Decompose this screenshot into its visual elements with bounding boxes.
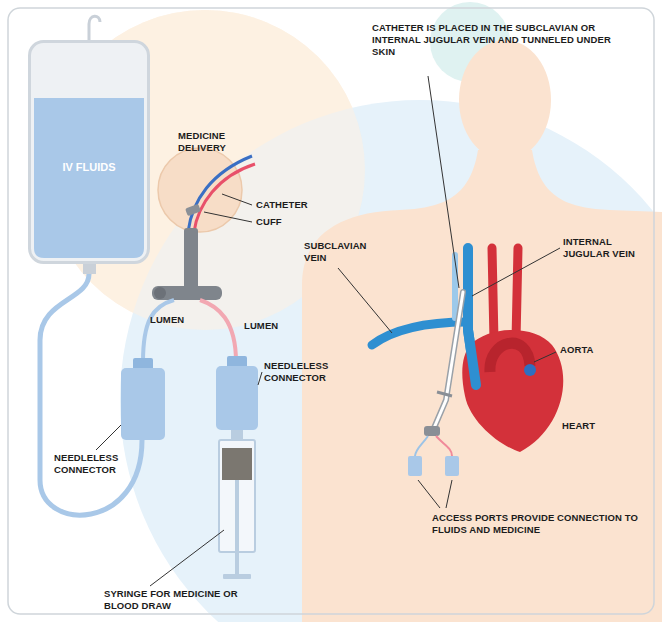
bag-label: IV FLUIDS xyxy=(28,40,150,173)
access-port xyxy=(445,456,459,476)
access-port xyxy=(408,456,422,476)
hub-bar xyxy=(152,286,222,300)
catheter-line xyxy=(434,292,463,428)
part-label: CUFF xyxy=(256,216,306,228)
iv-bag: IV FLUIDS xyxy=(28,40,150,264)
syringe-tip xyxy=(231,430,243,440)
syringe-plunger xyxy=(222,448,252,480)
bag-hook xyxy=(89,16,100,42)
plunger-stem xyxy=(235,480,239,576)
part-label: NEEDLELESS CONNECTOR xyxy=(264,360,346,384)
needleless-connector xyxy=(216,366,258,430)
cuff xyxy=(185,204,201,216)
lumen-tube xyxy=(200,300,236,362)
bag-fluid xyxy=(34,98,144,258)
part-label: AORTA xyxy=(560,344,610,356)
frame xyxy=(8,8,654,614)
heart-shape xyxy=(462,330,563,452)
part-label: INTERNAL JUGULAR VEIN xyxy=(563,236,639,260)
part-label: MEDICINE DELIVERY xyxy=(178,130,240,154)
lumen-tube xyxy=(143,300,174,362)
part-label: SYRINGE FOR MEDICINE OR BLOOD DRAW xyxy=(104,588,264,612)
magnifier-circle xyxy=(158,148,242,232)
hub-end xyxy=(154,287,166,299)
part-label: ACCESS PORTS PROVIDE CONNECTION TO FLUID… xyxy=(432,512,654,536)
part-label: HEART xyxy=(562,420,612,432)
bg-circle xyxy=(120,100,662,622)
port-line xyxy=(415,436,428,456)
leader-lines xyxy=(96,76,560,586)
hub xyxy=(424,426,440,436)
cuff-mark xyxy=(437,392,452,396)
vena-cava xyxy=(468,330,476,385)
bag-shape xyxy=(28,40,150,264)
part-label: NEEDLELESS CONNECTOR xyxy=(54,452,136,476)
bag-outline xyxy=(30,42,149,263)
lumen-line xyxy=(194,164,255,232)
plunger-flange xyxy=(223,574,251,579)
aorta-arch xyxy=(490,343,530,372)
part-label: SUBCLAVIAN VEIN xyxy=(304,240,376,264)
hub-stem xyxy=(184,228,198,290)
part-label: CATHETER xyxy=(256,199,326,211)
needleless-connector xyxy=(121,368,165,440)
vessel-end xyxy=(524,364,536,376)
part-label: CATHETER IS PLACED IN THE SUBCLAVIAN OR … xyxy=(372,22,612,58)
part-label: LUMEN xyxy=(244,320,289,332)
catheter-line xyxy=(434,292,463,428)
body-figure xyxy=(302,40,662,622)
part-label: LUMEN xyxy=(150,314,195,326)
port-line xyxy=(436,436,452,456)
